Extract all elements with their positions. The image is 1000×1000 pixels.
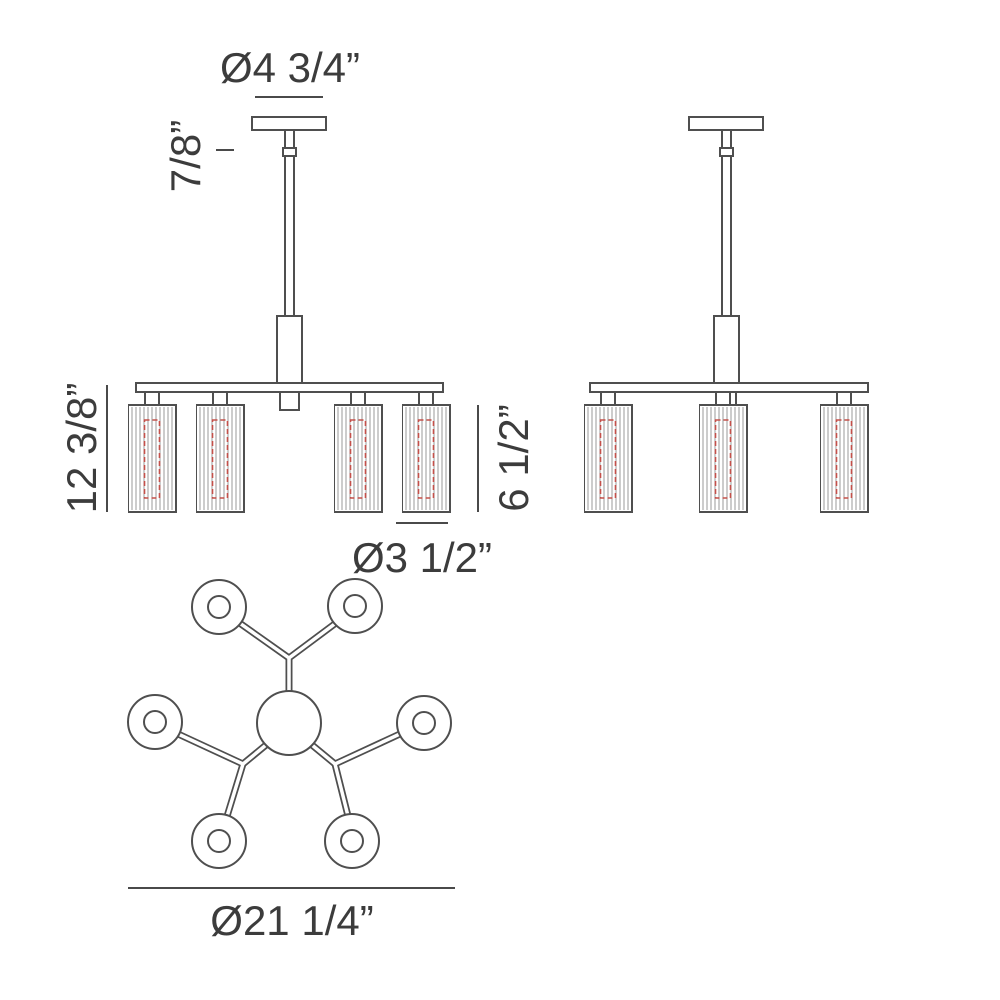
plan-shade-inner	[340, 829, 364, 853]
plan-shade-inner	[143, 710, 167, 734]
dimension-lines	[106, 96, 479, 889]
front-shade-1	[128, 392, 176, 512]
side-shade-2	[699, 392, 747, 512]
dim-label-overall-diameter: Ø21 1/4”	[210, 897, 373, 944]
side-shade-1	[584, 392, 632, 512]
plan-shade-mid-left	[127, 694, 183, 750]
arm-bar	[589, 382, 869, 393]
rod-joint	[719, 147, 734, 157]
plan-center-hub	[256, 690, 322, 756]
front-shade-2	[196, 392, 244, 512]
plan-shade-top-right	[327, 578, 383, 634]
canopy-neck	[721, 129, 732, 149]
dimension-labels: Ø4 3/4” 7/8” 12 3/8” 6 1/2” Ø3 1/2” Ø21 …	[58, 44, 537, 944]
plan-shade-inner	[207, 595, 231, 619]
plan-shade-top-left	[191, 579, 247, 635]
front-elevation-view	[128, 116, 450, 512]
center-stem	[279, 391, 300, 411]
plan-shade-inner	[207, 829, 231, 853]
downrod	[721, 155, 732, 317]
central-body	[276, 315, 303, 384]
plan-shade-bottom-left	[191, 813, 247, 869]
plan-shade-mid-right	[396, 695, 452, 751]
dim-label-canopy-diameter: Ø4 3/4”	[220, 44, 360, 91]
downrod	[284, 155, 295, 317]
canopy	[688, 116, 764, 131]
top-plan-view	[127, 578, 452, 869]
plan-shade-inner	[343, 594, 367, 618]
dim-label-canopy-height: 7/8”	[162, 120, 209, 192]
canopy	[251, 116, 327, 131]
dim-label-fixture-height: 12 3/8”	[58, 383, 105, 514]
dim-label-shade-height: 6 1/2”	[490, 404, 537, 511]
side-shade-3	[820, 392, 868, 512]
rod-joint	[282, 147, 297, 157]
plan-shade-bottom-right	[324, 813, 380, 869]
side-elevation-view	[584, 116, 869, 512]
arm-bar	[135, 382, 444, 393]
canopy-neck	[284, 129, 295, 149]
central-body	[713, 315, 740, 384]
plan-shade-inner	[412, 711, 436, 735]
dim-label-shade-diameter: Ø3 1/2”	[352, 534, 492, 581]
front-shade-4	[402, 392, 450, 512]
front-shade-3	[334, 392, 382, 512]
